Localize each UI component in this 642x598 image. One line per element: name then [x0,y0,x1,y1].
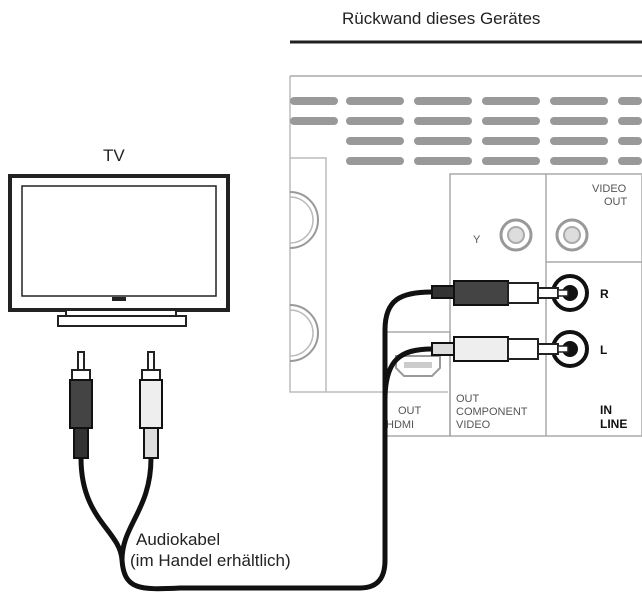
rca-plug-white-receiver [431,336,569,362]
l-label: L [600,343,607,357]
cable-label-note: (im Handel erhältlich) [130,551,291,570]
vent-slots [290,97,642,165]
component-video-label: VIDEO [456,419,491,431]
rear-panel [289,75,642,437]
tv-label: TV [103,146,125,165]
video-out-jack[interactable] [555,218,589,252]
line-in-l-jack[interactable] [551,330,589,368]
cable-label: Audiokabel [136,530,220,549]
rear-panel-title: Rückwand dieses Gerätes [342,9,540,28]
r-label: R [600,287,609,301]
rca-plug-black-receiver [431,280,569,306]
component-out-label: OUT [456,393,480,405]
hdmi-label: HDMI [386,419,414,431]
audio-cable [69,280,569,592]
video-out-label-2: OUT [604,196,628,208]
tv-icon [8,174,230,327]
y-jack[interactable] [499,218,533,252]
y-label: Y [473,234,481,246]
rca-plug-white-tv [139,351,163,459]
hdmi-out-label: OUT [398,405,422,417]
video-out-label: VIDEO [592,183,627,195]
line-in-label: IN [600,403,612,417]
line-label: LINE [600,417,627,431]
rca-plug-black-tv [69,351,93,459]
component-label: COMPONENT [456,406,528,418]
hdmi-port[interactable] [395,355,441,377]
